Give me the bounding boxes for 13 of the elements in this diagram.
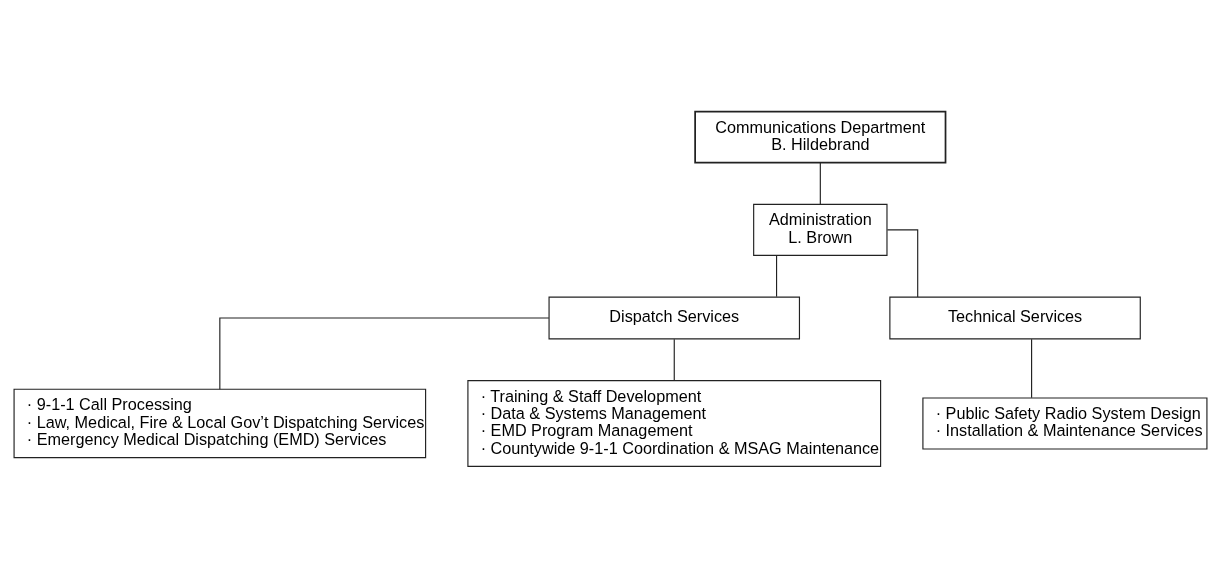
connector: [886, 229, 919, 298]
connector: [1031, 338, 1033, 399]
connector: [819, 162, 821, 205]
node-box: Administration L. Brown: [753, 203, 888, 256]
node-box: · Training & Staff Development · Data & Systems Management · EMD Program Management · Countywide 9-1-1 Coordination & MSAG Maintenance: [467, 380, 882, 467]
node-box: Technical Services: [889, 296, 1141, 340]
connector: [219, 317, 550, 390]
connector: [775, 255, 778, 298]
node-box: Communications Department B. Hildebrand: [694, 110, 947, 164]
node-box: Dispatch Services: [548, 296, 801, 340]
node-box: · 9-1-1 Call Processing · Law, Medical, Fire & Local Gov’t Dispatching Services · Emergency Medical Dispatching (EMD) Services: [13, 388, 427, 459]
node-box: · Public Safety Radio System Design · Installation & Maintenance Services: [922, 397, 1208, 450]
connector: [673, 338, 675, 381]
